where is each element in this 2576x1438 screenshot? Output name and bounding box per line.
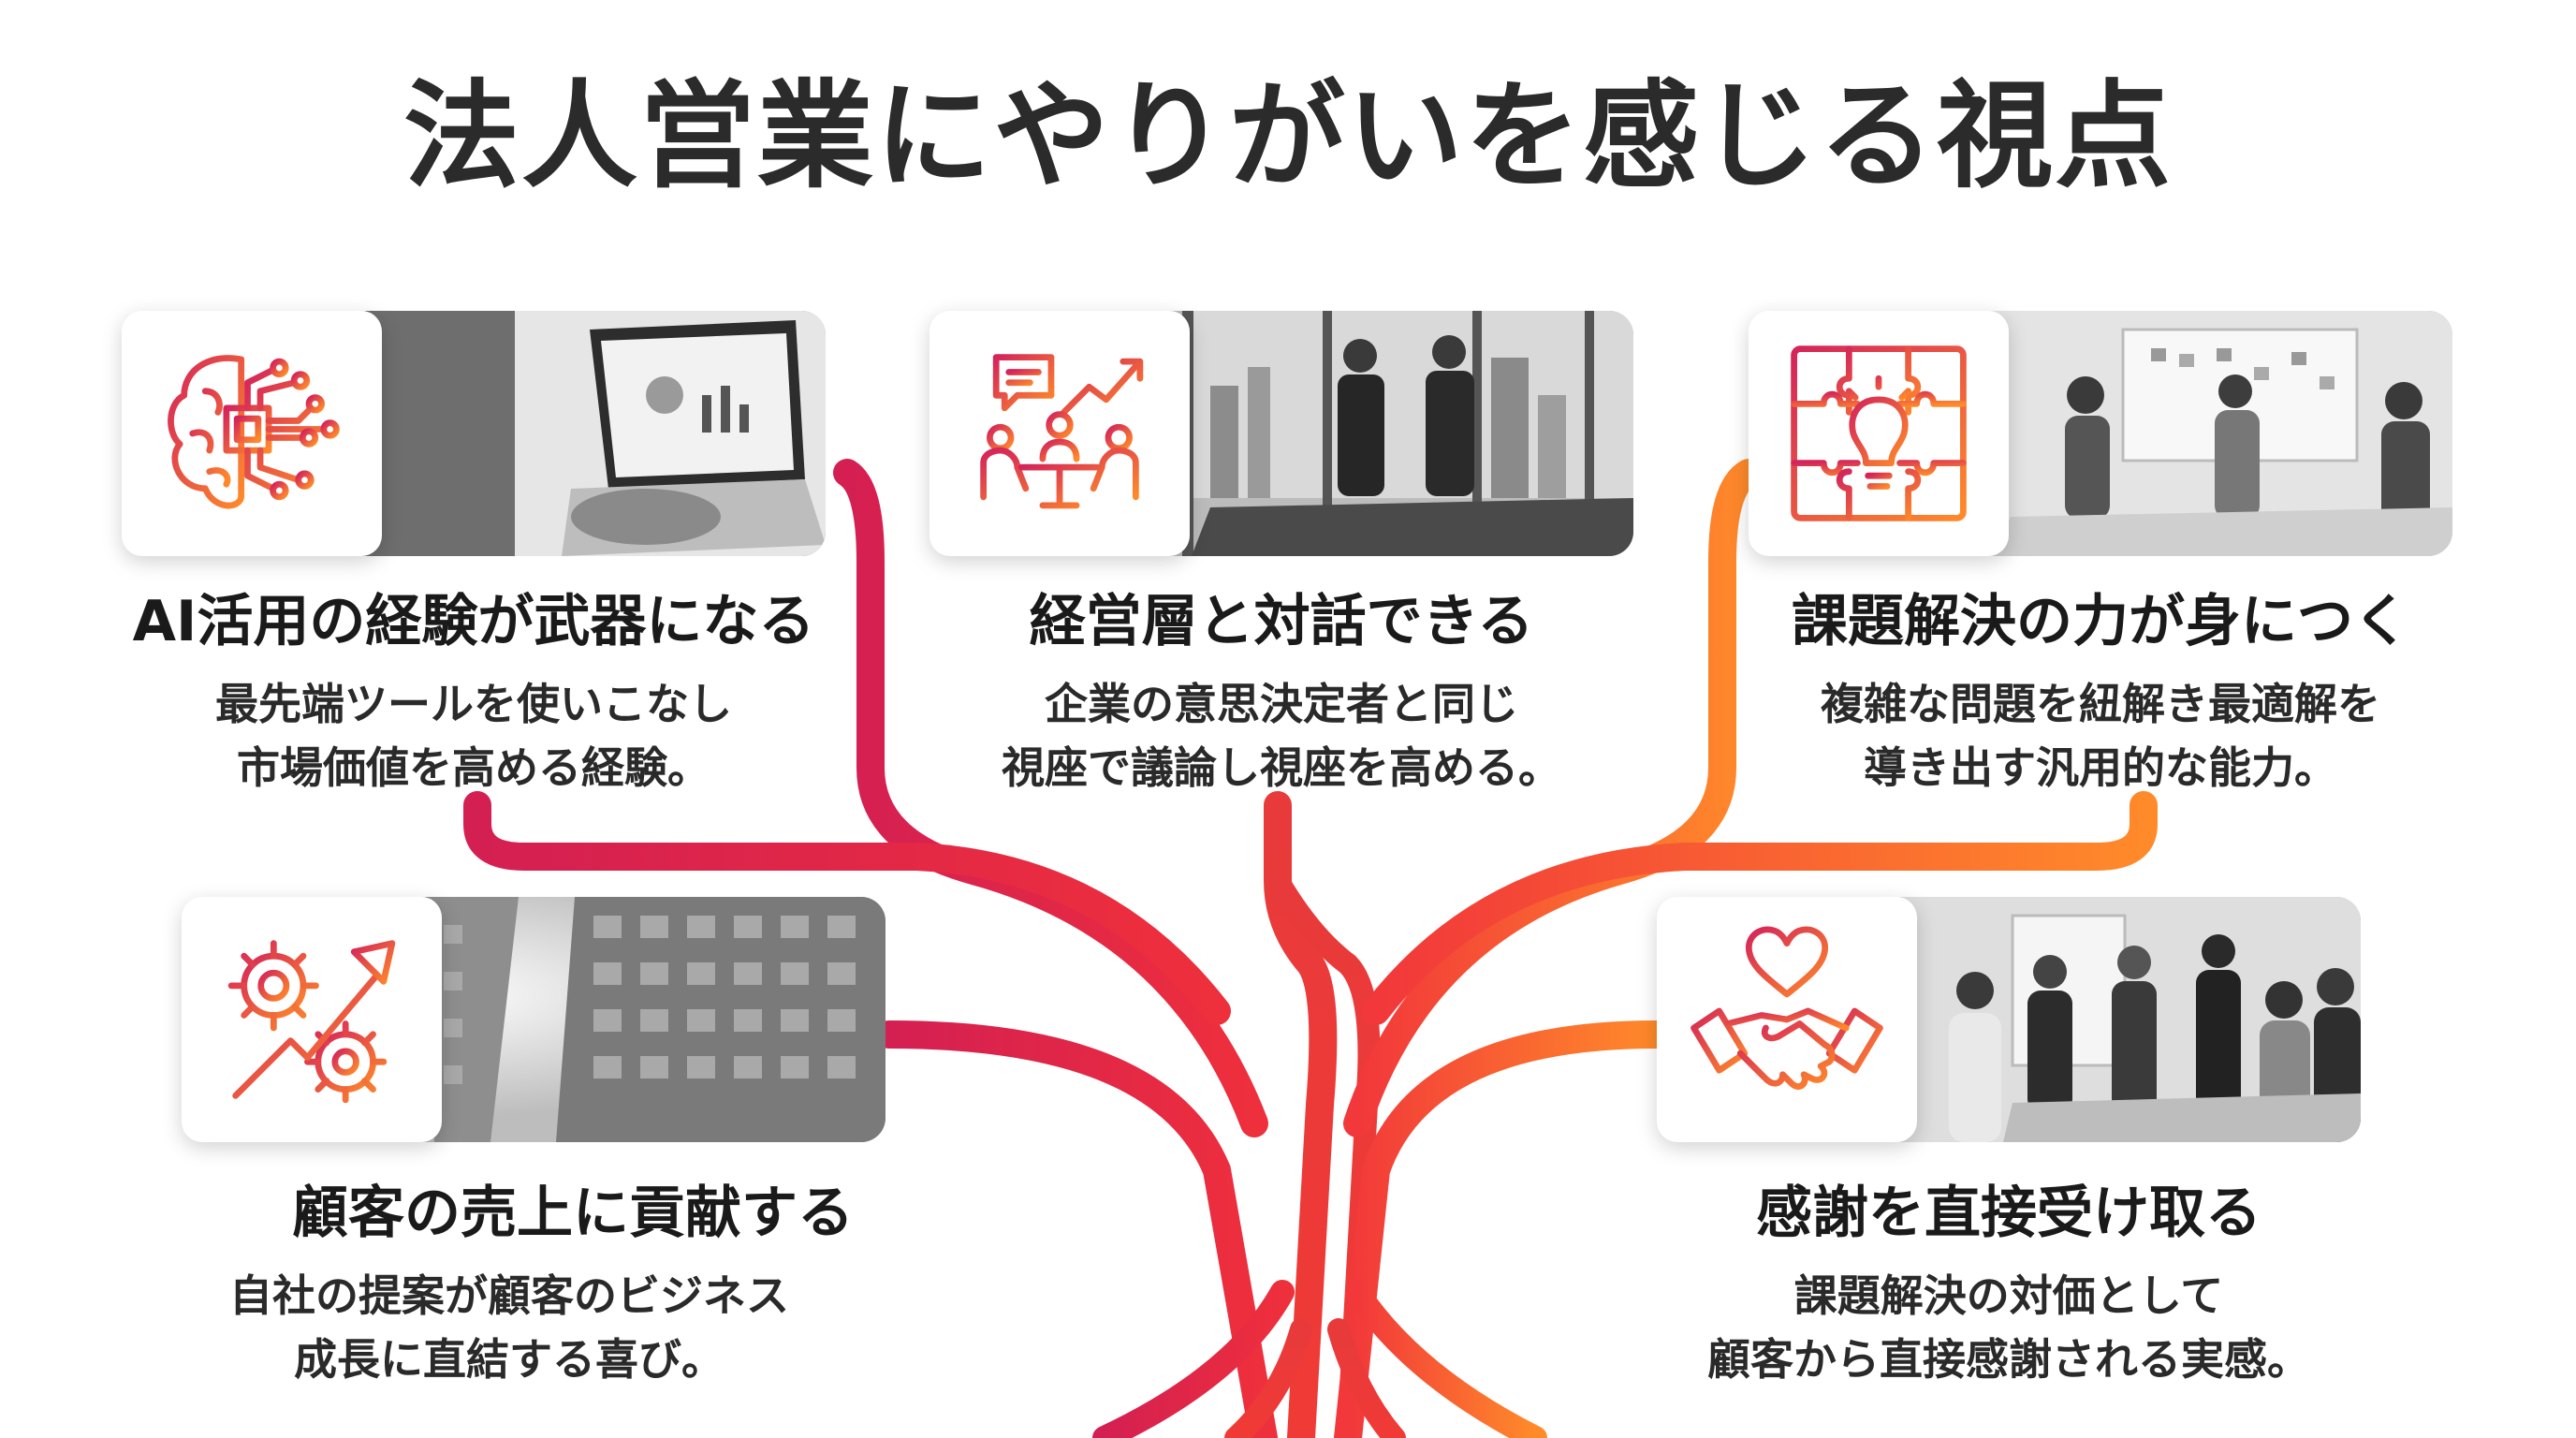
card-description: 自社の提案が顧客のビジネス 成長に直結する喜び。 — [182, 1264, 837, 1391]
desc-line: 課題解決の対価として — [1793, 1270, 2224, 1321]
card-heading: 課題解決の力が身につく — [1792, 589, 2409, 654]
card-description: 最先端ツールを使いこなし 市場価値を高める経験。 — [122, 672, 826, 800]
desc-line: 視座で議論し視座を高める。 — [1002, 742, 1561, 793]
card-heading: 経営層と対話できる — [1029, 589, 1534, 654]
ai-brain-chip-icon — [168, 355, 340, 509]
icon-card — [1749, 311, 2009, 556]
card-description: 企業の意思決定者と同じ 視座で議論し視座を高める。 — [929, 672, 1633, 800]
card-description: 複雑な問題を紐解き最適解を 導き出す汎用的な能力。 — [1749, 672, 2452, 800]
branch-left-bottom — [875, 1020, 1278, 1438]
desc-line: 最先端ツールを使いこなし — [215, 679, 732, 729]
desc-line: 顧客から直接感謝される実感。 — [1707, 1334, 2310, 1385]
branch-right-bottom — [1334, 1020, 1671, 1438]
icon-card — [1657, 897, 1917, 1142]
branch-right-desc — [1362, 791, 2158, 1025]
root-3 — [1327, 1318, 1406, 1438]
root-1 — [1092, 1280, 1295, 1438]
desc-line: 自社の提案が顧客のビジネス — [229, 1270, 789, 1321]
card-heading: 感謝を直接受け取る — [1756, 1181, 2261, 1246]
heart-handshake-icon — [1690, 926, 1883, 1090]
icon-card — [929, 311, 1190, 556]
gears-growth-arrow-icon — [227, 940, 396, 1104]
desc-line: 企業の意思決定者と同じ — [1045, 679, 1518, 729]
desc-line: 導き出す汎用的な能力。 — [1864, 742, 2337, 793]
desc-line: 複雑な問題を紐解き最適解を — [1821, 679, 2380, 729]
page-title: 法人営業にやりがいを感じる視点 — [402, 69, 2173, 204]
desc-line: 市場価値を高める経験。 — [237, 742, 710, 793]
icon-card — [122, 311, 382, 556]
root-2 — [1224, 1318, 1312, 1438]
card-heading: 顧客の売上に貢献する — [292, 1181, 854, 1246]
desc-line: 成長に直結する喜び。 — [294, 1334, 724, 1385]
card-description: 課題解決の対価として 顧客から直接感謝される実感。 — [1657, 1264, 2361, 1391]
icon-card — [182, 897, 442, 1142]
executive-handshake-photo — [929, 311, 1633, 556]
laptop-analytics-photo — [122, 311, 826, 556]
puzzle-lightbulb-icon — [1791, 345, 1967, 521]
root-4 — [1345, 1280, 1547, 1438]
card-heading: AI活用の経験が武器になる — [132, 589, 815, 654]
meeting-growth-icon — [980, 354, 1144, 509]
branch-left-desc — [463, 791, 1231, 1025]
